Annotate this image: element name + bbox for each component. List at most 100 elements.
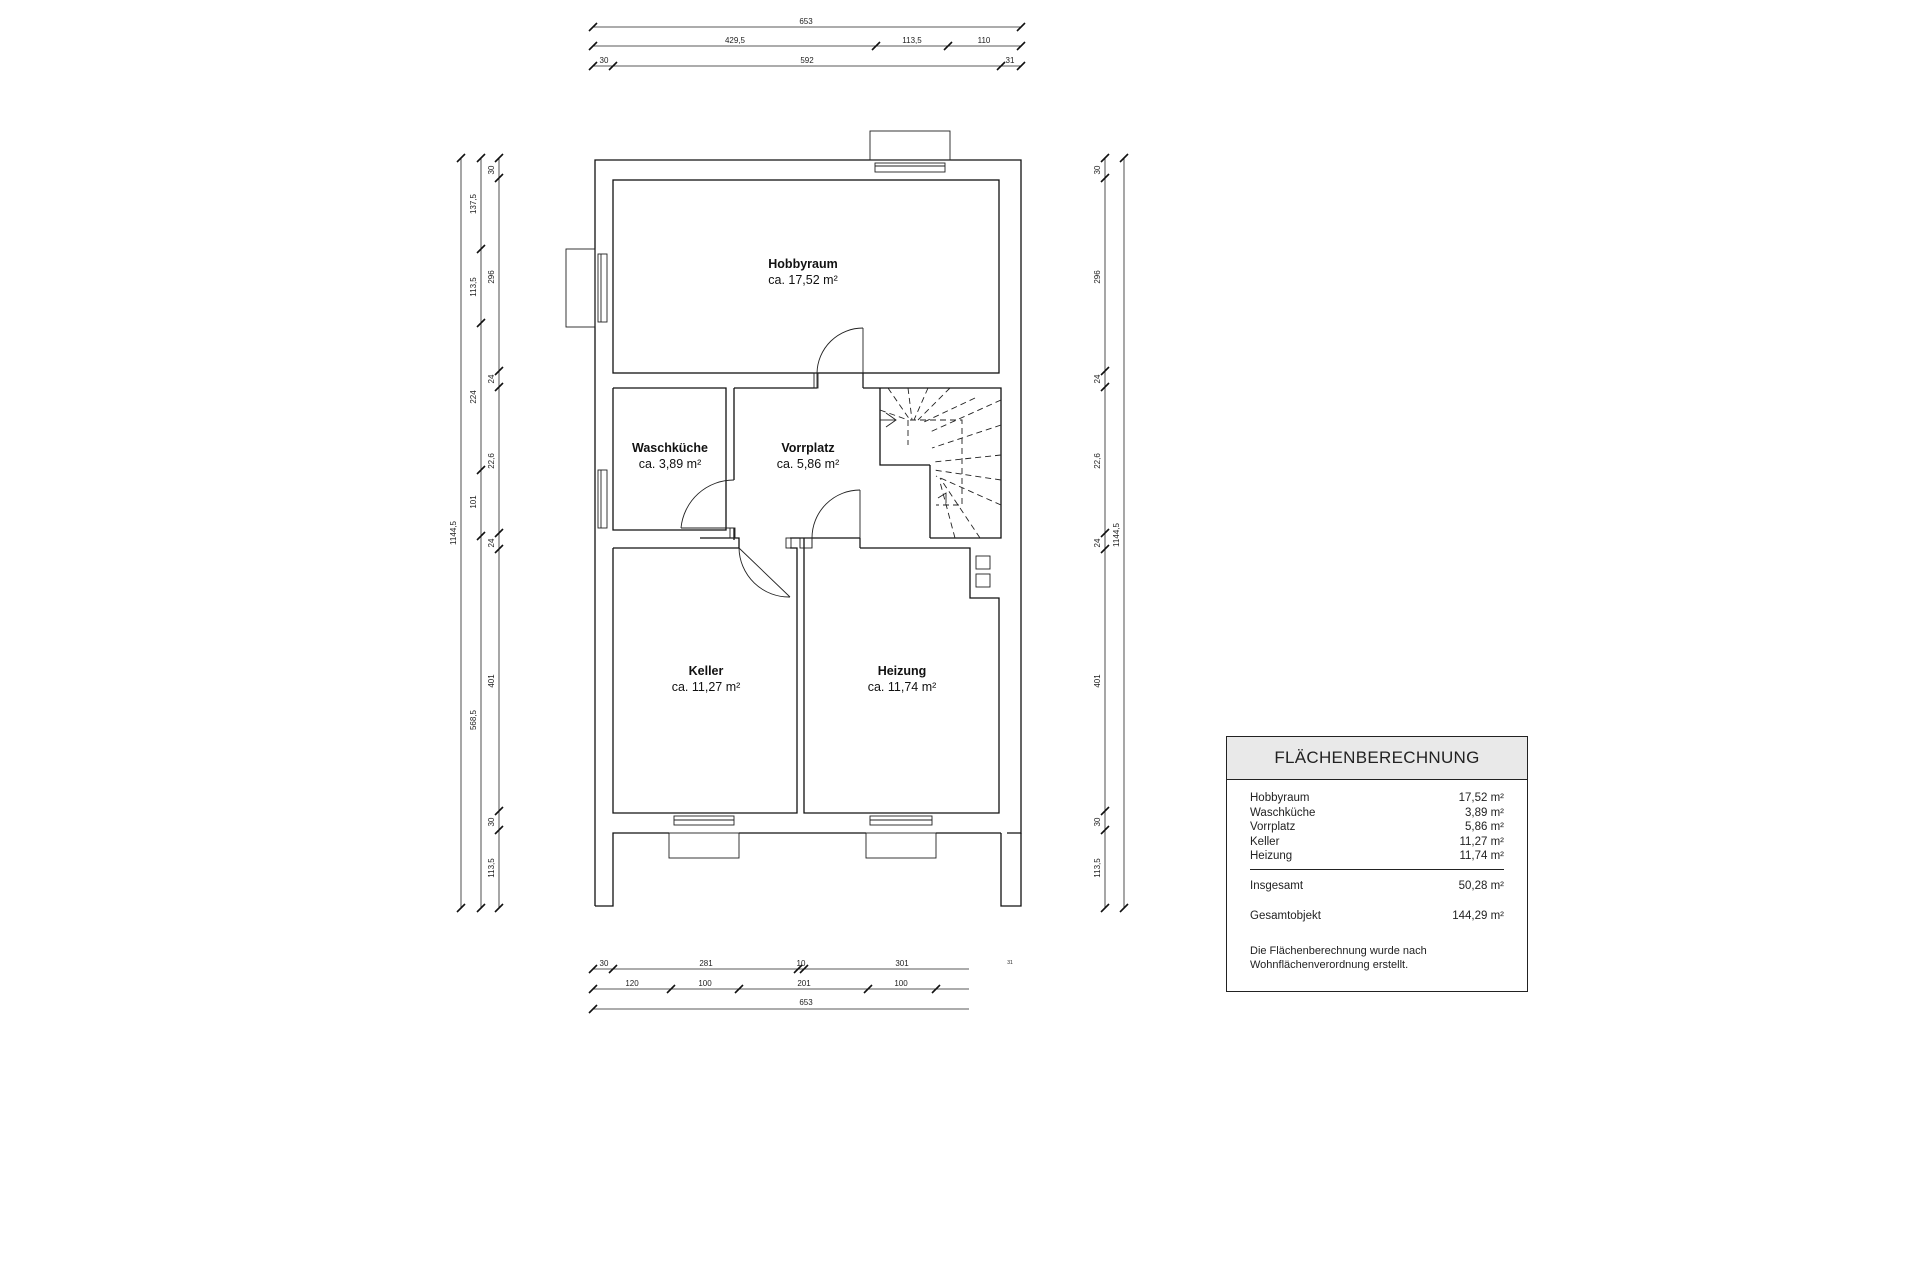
dim-top-seg-2: 113,5	[902, 36, 922, 45]
dim-right-in-2: 296	[1093, 270, 1102, 284]
summary-object-label: Gesamtobjekt	[1250, 910, 1321, 922]
window-top	[869, 130, 951, 173]
room-name-keller: Keller	[689, 664, 724, 678]
dim-left-mid-6: 113,5	[487, 858, 496, 878]
heating-units	[975, 555, 991, 588]
dim-left-mid-4: 101	[469, 495, 478, 509]
area-summary-box: FLÄCHENBERECHNUNG Hobbyraum 17,52 m² Was…	[1226, 736, 1528, 992]
summary-label: Hobbyraum	[1250, 792, 1310, 804]
dim-bottom-wall-left: 30	[600, 959, 609, 968]
dim-top-seg-3: 110	[978, 36, 991, 45]
dim-left-mid-5: 568,5	[469, 709, 478, 730]
summary-row: Vorrplatz 5,86 m²	[1250, 820, 1504, 835]
room-area-vorrplatz: ca. 5,86 m²	[777, 457, 840, 471]
room-label-heizung: Heizung ca. 11,74 m²	[868, 664, 937, 694]
dim-right-in-6: 401	[1093, 674, 1102, 688]
dim-left-in-7: 30	[487, 817, 496, 826]
room-area-hobbyraum: ca. 17,52 m²	[768, 273, 837, 287]
dim-left-mid-2: 113,5	[469, 277, 478, 297]
door-waschkueche	[680, 479, 736, 539]
dim-left-in-2: 296	[487, 270, 496, 284]
dim-right-overall: 1144,5	[1112, 523, 1121, 547]
summary-value: 11,74 m²	[1459, 850, 1504, 862]
dim-right-in-3: 24	[1093, 374, 1102, 383]
dim-left-in-3: 24	[487, 374, 496, 383]
summary-value: 11,27 m²	[1459, 835, 1504, 848]
summary-label: Keller	[1250, 835, 1280, 848]
summary-row: Keller 11,27 m²	[1250, 835, 1504, 850]
window-left-hobby	[565, 248, 608, 328]
summary-label: Heizung	[1250, 850, 1293, 862]
room-label-vorrplatz: Vorrplatz ca. 5,86 m²	[777, 441, 840, 471]
dim-left-mid-1: 137,5	[469, 193, 478, 214]
window-left-waschkueche	[597, 469, 608, 529]
dim-bottom-seg-2: 100	[698, 979, 712, 988]
summary-note-line-2: Wohnflächenverordnung erstellt.	[1250, 958, 1409, 971]
window-bottom-keller	[668, 815, 740, 859]
dim-right-in-7: 30	[1093, 817, 1102, 826]
dim-left-overall: 1144,5	[449, 521, 458, 545]
dim-top-seg-1: 429,5	[725, 36, 746, 45]
dim-top-wall-right: 31	[1006, 56, 1015, 65]
dim-left-in-4: 22,6	[487, 453, 496, 469]
room-label-hobbyraum: Hobbyraum ca. 17,52 m²	[768, 257, 837, 287]
dim-bottom-seg-4: 100	[894, 979, 908, 988]
walls	[594, 159, 1022, 907]
door-keller	[738, 537, 792, 598]
dim-left-in-5: 24	[487, 538, 496, 547]
room-name-hobbyraum: Hobbyraum	[768, 257, 837, 271]
dim-left-in-6: 401	[487, 674, 496, 688]
summary-row: Hobbyraum 17,52 m²	[1250, 791, 1504, 806]
bottom-dimension-chain: 30 281 10 301 31 120 100 201 100 653	[588, 959, 1013, 1014]
summary-divider	[1250, 868, 1504, 870]
dim-bottom-keller: 281	[699, 959, 713, 968]
dim-bottom-overall: 653	[799, 998, 813, 1007]
door-hobbyraum	[813, 327, 864, 389]
dim-bottom-wall-right: 31	[1007, 960, 1013, 966]
room-label-keller: Keller ca. 11,27 m²	[672, 664, 741, 694]
dim-bottom-seg-1: 120	[625, 979, 639, 988]
left-dimension-chain: 1144,5 137,5 113,5 224 101 568,5 113,5 3…	[449, 153, 504, 913]
summary-total-row: Insgesamt 50,28 m²	[1250, 879, 1504, 894]
room-area-keller: ca. 11,27 m²	[672, 680, 741, 694]
dim-top-wall-left: 30	[600, 56, 609, 65]
dim-right-in-8: 113,5	[1093, 858, 1102, 878]
summary-value: 5,86 m²	[1465, 821, 1504, 833]
dim-bottom-seg-3: 201	[797, 979, 811, 988]
dim-right-in-4: 22,6	[1093, 453, 1102, 469]
summary-object-value: 144,29 m²	[1452, 910, 1504, 922]
room-label-waschkueche: Waschküche ca. 3,89 m²	[632, 441, 708, 471]
dim-left-in-1: 30	[487, 165, 496, 174]
summary-total-label: Insgesamt	[1250, 879, 1304, 892]
summary-row: Heizung 11,74 m²	[1250, 849, 1504, 864]
summary-object-row: Gesamtobjekt 144,29 m²	[1250, 909, 1504, 924]
dim-right-in-1: 30	[1093, 165, 1102, 174]
summary-total-value: 50,28 m²	[1458, 879, 1504, 892]
summary-note: Die Flächenberechnung wurde nach Wohnflä…	[1250, 944, 1504, 972]
dim-top-inner: 592	[800, 56, 814, 65]
right-dimension-chain: 30 296 24 22,6 24 401 30 113,5 1144,5	[1093, 153, 1129, 913]
top-dimension-chain: 653 429,5 113,5 110 30 592 31	[588, 17, 1026, 71]
summary-row: Waschküche 3,89 m²	[1250, 806, 1504, 821]
room-name-heizung: Heizung	[878, 664, 927, 678]
room-area-heizung: ca. 11,74 m²	[868, 680, 937, 694]
summary-note-line-1: Die Flächenberechnung wurde nach	[1250, 944, 1427, 957]
window-bottom-heizung	[865, 815, 937, 859]
room-area-waschkueche: ca. 3,89 m²	[639, 457, 702, 471]
dim-left-mid-3: 224	[469, 390, 478, 404]
summary-label: Vorrplatz	[1250, 821, 1296, 833]
summary-value: 3,89 m²	[1465, 806, 1504, 819]
summary-title: FLÄCHENBERECHNUNG	[1227, 737, 1527, 780]
floor-plan: 653 429,5 113,5 110 30 592 31 1144,5 137…	[449, 17, 1129, 1014]
dim-right-in-5: 24	[1093, 538, 1102, 547]
dim-bottom-wall-mid: 10	[797, 959, 806, 968]
summary-value: 17,52 m²	[1458, 792, 1504, 804]
summary-rows: Hobbyraum 17,52 m² Waschküche 3,89 m² Vo…	[1227, 780, 1527, 972]
summary-label: Waschküche	[1250, 806, 1316, 819]
door-heizung	[799, 489, 861, 549]
dim-bottom-heizung: 301	[895, 959, 909, 968]
room-name-waschkueche: Waschküche	[632, 441, 708, 455]
dim-top-overall: 653	[799, 17, 813, 26]
staircase	[879, 387, 1002, 539]
room-name-vorrplatz: Vorrplatz	[781, 441, 834, 455]
